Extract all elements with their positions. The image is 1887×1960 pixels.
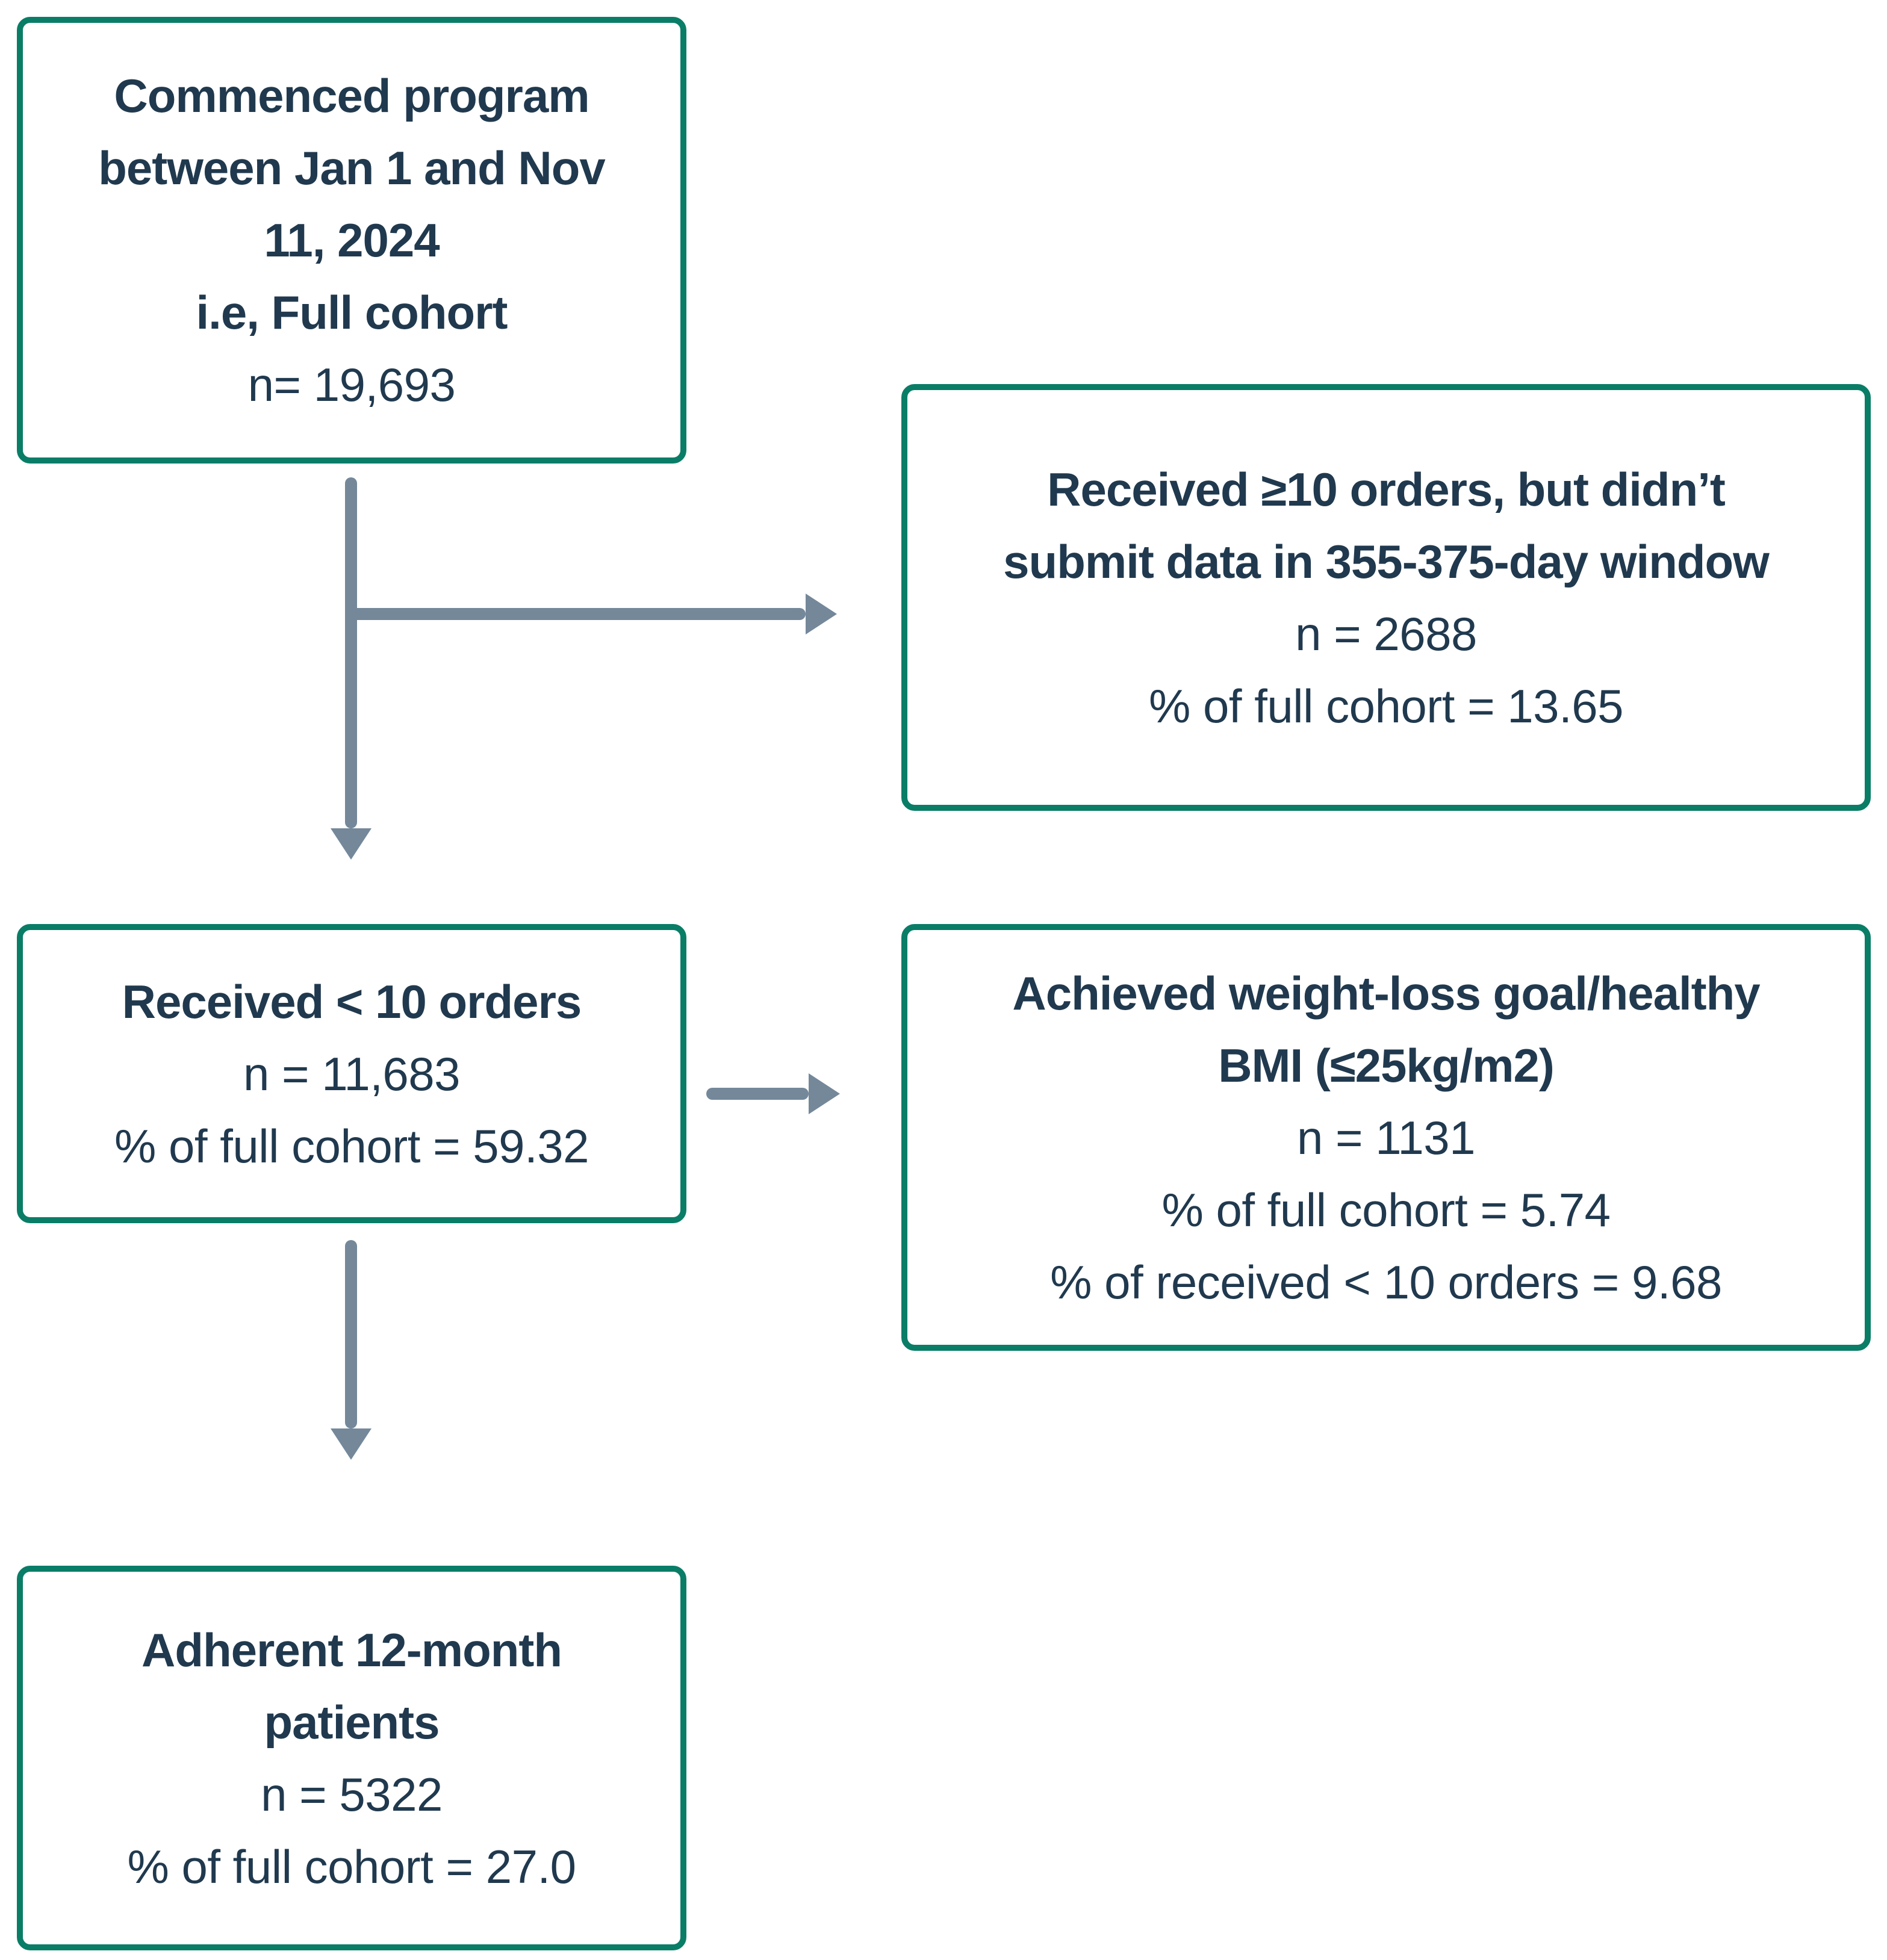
- arrow-branch-to-no-data-window-shaft: [351, 608, 806, 620]
- arrowhead-down-icon: [331, 828, 371, 860]
- box-under-10-orders-heading: Received < 10 orders: [122, 966, 582, 1038]
- box-weight-loss-goal-details: n = 1131 % of full cohort = 5.74 % of rece…: [1050, 1102, 1722, 1318]
- text-line: n = 5322: [261, 1767, 443, 1821]
- arrowhead-right-icon: [806, 594, 837, 634]
- box-full-cohort: Commenced program between Jan 1 and Nov 11…: [17, 17, 686, 464]
- text-line: Adherent 12-month: [141, 1623, 562, 1676]
- text-line: % of received < 10 orders = 9.68: [1050, 1255, 1722, 1309]
- text-line: % of full cohort = 5.74: [1161, 1183, 1611, 1236]
- arrow-under-10-to-weight-loss-shaft: [706, 1088, 809, 1100]
- box-adherent-12-month: Adherent 12-month patients n = 5322 % of f…: [17, 1566, 686, 1950]
- box-no-data-window: Received ≥10 orders, but didn’t submit da…: [901, 384, 1871, 811]
- text-line: i.e, Full cohort: [196, 286, 508, 339]
- text-line: submit data in 355-375-day window: [1003, 535, 1770, 588]
- box-adherent-12-month-heading: Adherent 12-month patients: [141, 1614, 562, 1758]
- text-line: n = 11,683: [243, 1047, 461, 1100]
- arrow-under-10-to-adherent-shaft: [345, 1240, 357, 1428]
- text-line: n = 1131: [1296, 1111, 1476, 1164]
- box-no-data-window-heading: Received ≥10 orders, but didn’t submit da…: [1003, 453, 1770, 598]
- text-line: between Jan 1 and Nov: [98, 141, 606, 194]
- text-line: Commenced program: [114, 69, 589, 122]
- text-line: % of full cohort = 13.65: [1149, 679, 1624, 733]
- text-line: n= 19,693: [247, 358, 456, 411]
- box-adherent-12-month-details: n = 5322 % of full cohort = 27.0: [127, 1758, 576, 1903]
- box-no-data-window-details: n = 2688 % of full cohort = 13.65: [1149, 598, 1624, 742]
- text-line: % of full cohort = 59.32: [114, 1119, 589, 1173]
- box-under-10-orders-details: n = 11,683 % of full cohort = 59.32: [114, 1038, 589, 1182]
- arrow-full-cohort-to-under-10-shaft: [345, 477, 357, 828]
- arrowhead-down-icon: [331, 1428, 371, 1460]
- text-line: Received < 10 orders: [122, 975, 582, 1028]
- text-line: % of full cohort = 27.0: [127, 1840, 576, 1893]
- box-under-10-orders: Received < 10 orders n = 11,683 % of full…: [17, 924, 686, 1223]
- text-line: 11, 2024: [264, 214, 440, 267]
- text-line: n = 2688: [1295, 607, 1477, 660]
- text-line: patients: [264, 1695, 440, 1749]
- arrowhead-right-icon: [809, 1073, 840, 1114]
- box-full-cohort-heading: Commenced program between Jan 1 and Nov 11…: [98, 60, 606, 349]
- text-line: Achieved weight-loss goal/healthy: [1012, 966, 1760, 1020]
- text-line: BMI (≤25kg/m2): [1218, 1038, 1555, 1092]
- box-full-cohort-details: n= 19,693: [248, 349, 456, 421]
- text-line: Received ≥10 orders, but didn’t: [1047, 462, 1726, 516]
